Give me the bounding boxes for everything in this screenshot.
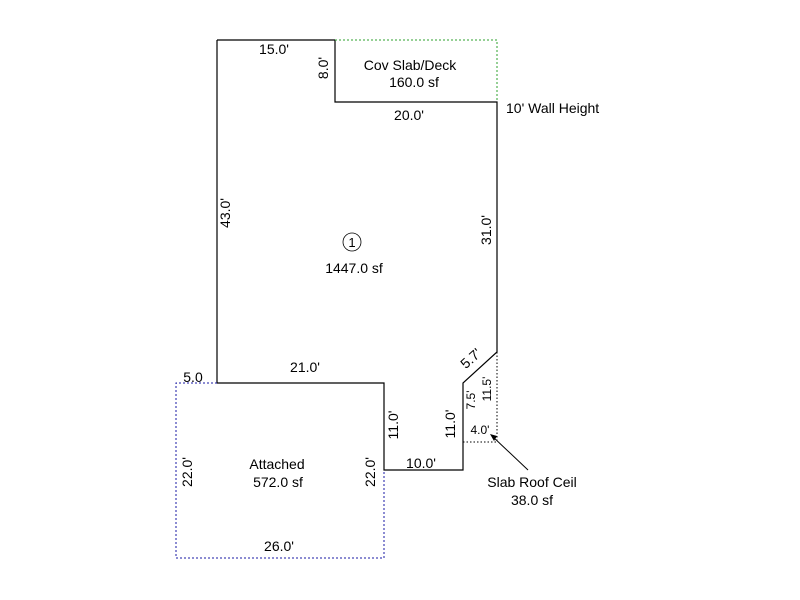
wall-height-label: 10' Wall Height: [506, 100, 599, 116]
dim-top: 15.0': [259, 41, 289, 57]
slab-roof-dim-a: 7.5': [464, 391, 478, 410]
garage-area: 572.0 sf: [253, 474, 303, 490]
garage-dim-bottom: 26.0': [264, 538, 294, 554]
garage-outline: [175, 382, 385, 559]
slab-roof-leader: [491, 435, 529, 471]
dim-right-drop: 11.0': [442, 410, 458, 439]
garage-dim-left: 22.0': [179, 457, 195, 487]
deck-name: Cov Slab/Deck: [364, 57, 458, 73]
deck-outline: [335, 39, 498, 102]
main-area-size: 1447.0 sf: [325, 260, 383, 276]
slab-roof-area: 38.0 sf: [511, 492, 553, 508]
dim-inner-drop: 11.0': [385, 411, 401, 440]
room-number: 1: [348, 235, 355, 250]
room-number-badge: [342, 232, 362, 252]
dim-bottom: 10.0': [406, 455, 436, 471]
slab-roof-name: Slab Roof Ceil: [487, 474, 577, 490]
slab-roof-dim-b: 11.5': [480, 377, 494, 402]
slab-roof-outline: [463, 352, 498, 443]
dim-left: 43.0': [217, 198, 233, 228]
garage-name: Attached: [249, 456, 304, 472]
deck-dim-side: 8.0': [315, 57, 331, 79]
leader-arrowhead: [490, 434, 497, 441]
slab-roof-dim-c: 4.0': [471, 423, 490, 437]
garage-dim-right: 22.0': [362, 457, 378, 487]
dim-step-top: 21.0': [290, 359, 320, 375]
deck-area: 160.0 sf: [389, 74, 439, 90]
main-area-outline: [216, 39, 498, 471]
dim-step-left: 5.0: [183, 369, 203, 385]
dim-right: 31.0': [478, 215, 494, 245]
deck-dim-bottom: 20.0': [394, 107, 424, 123]
